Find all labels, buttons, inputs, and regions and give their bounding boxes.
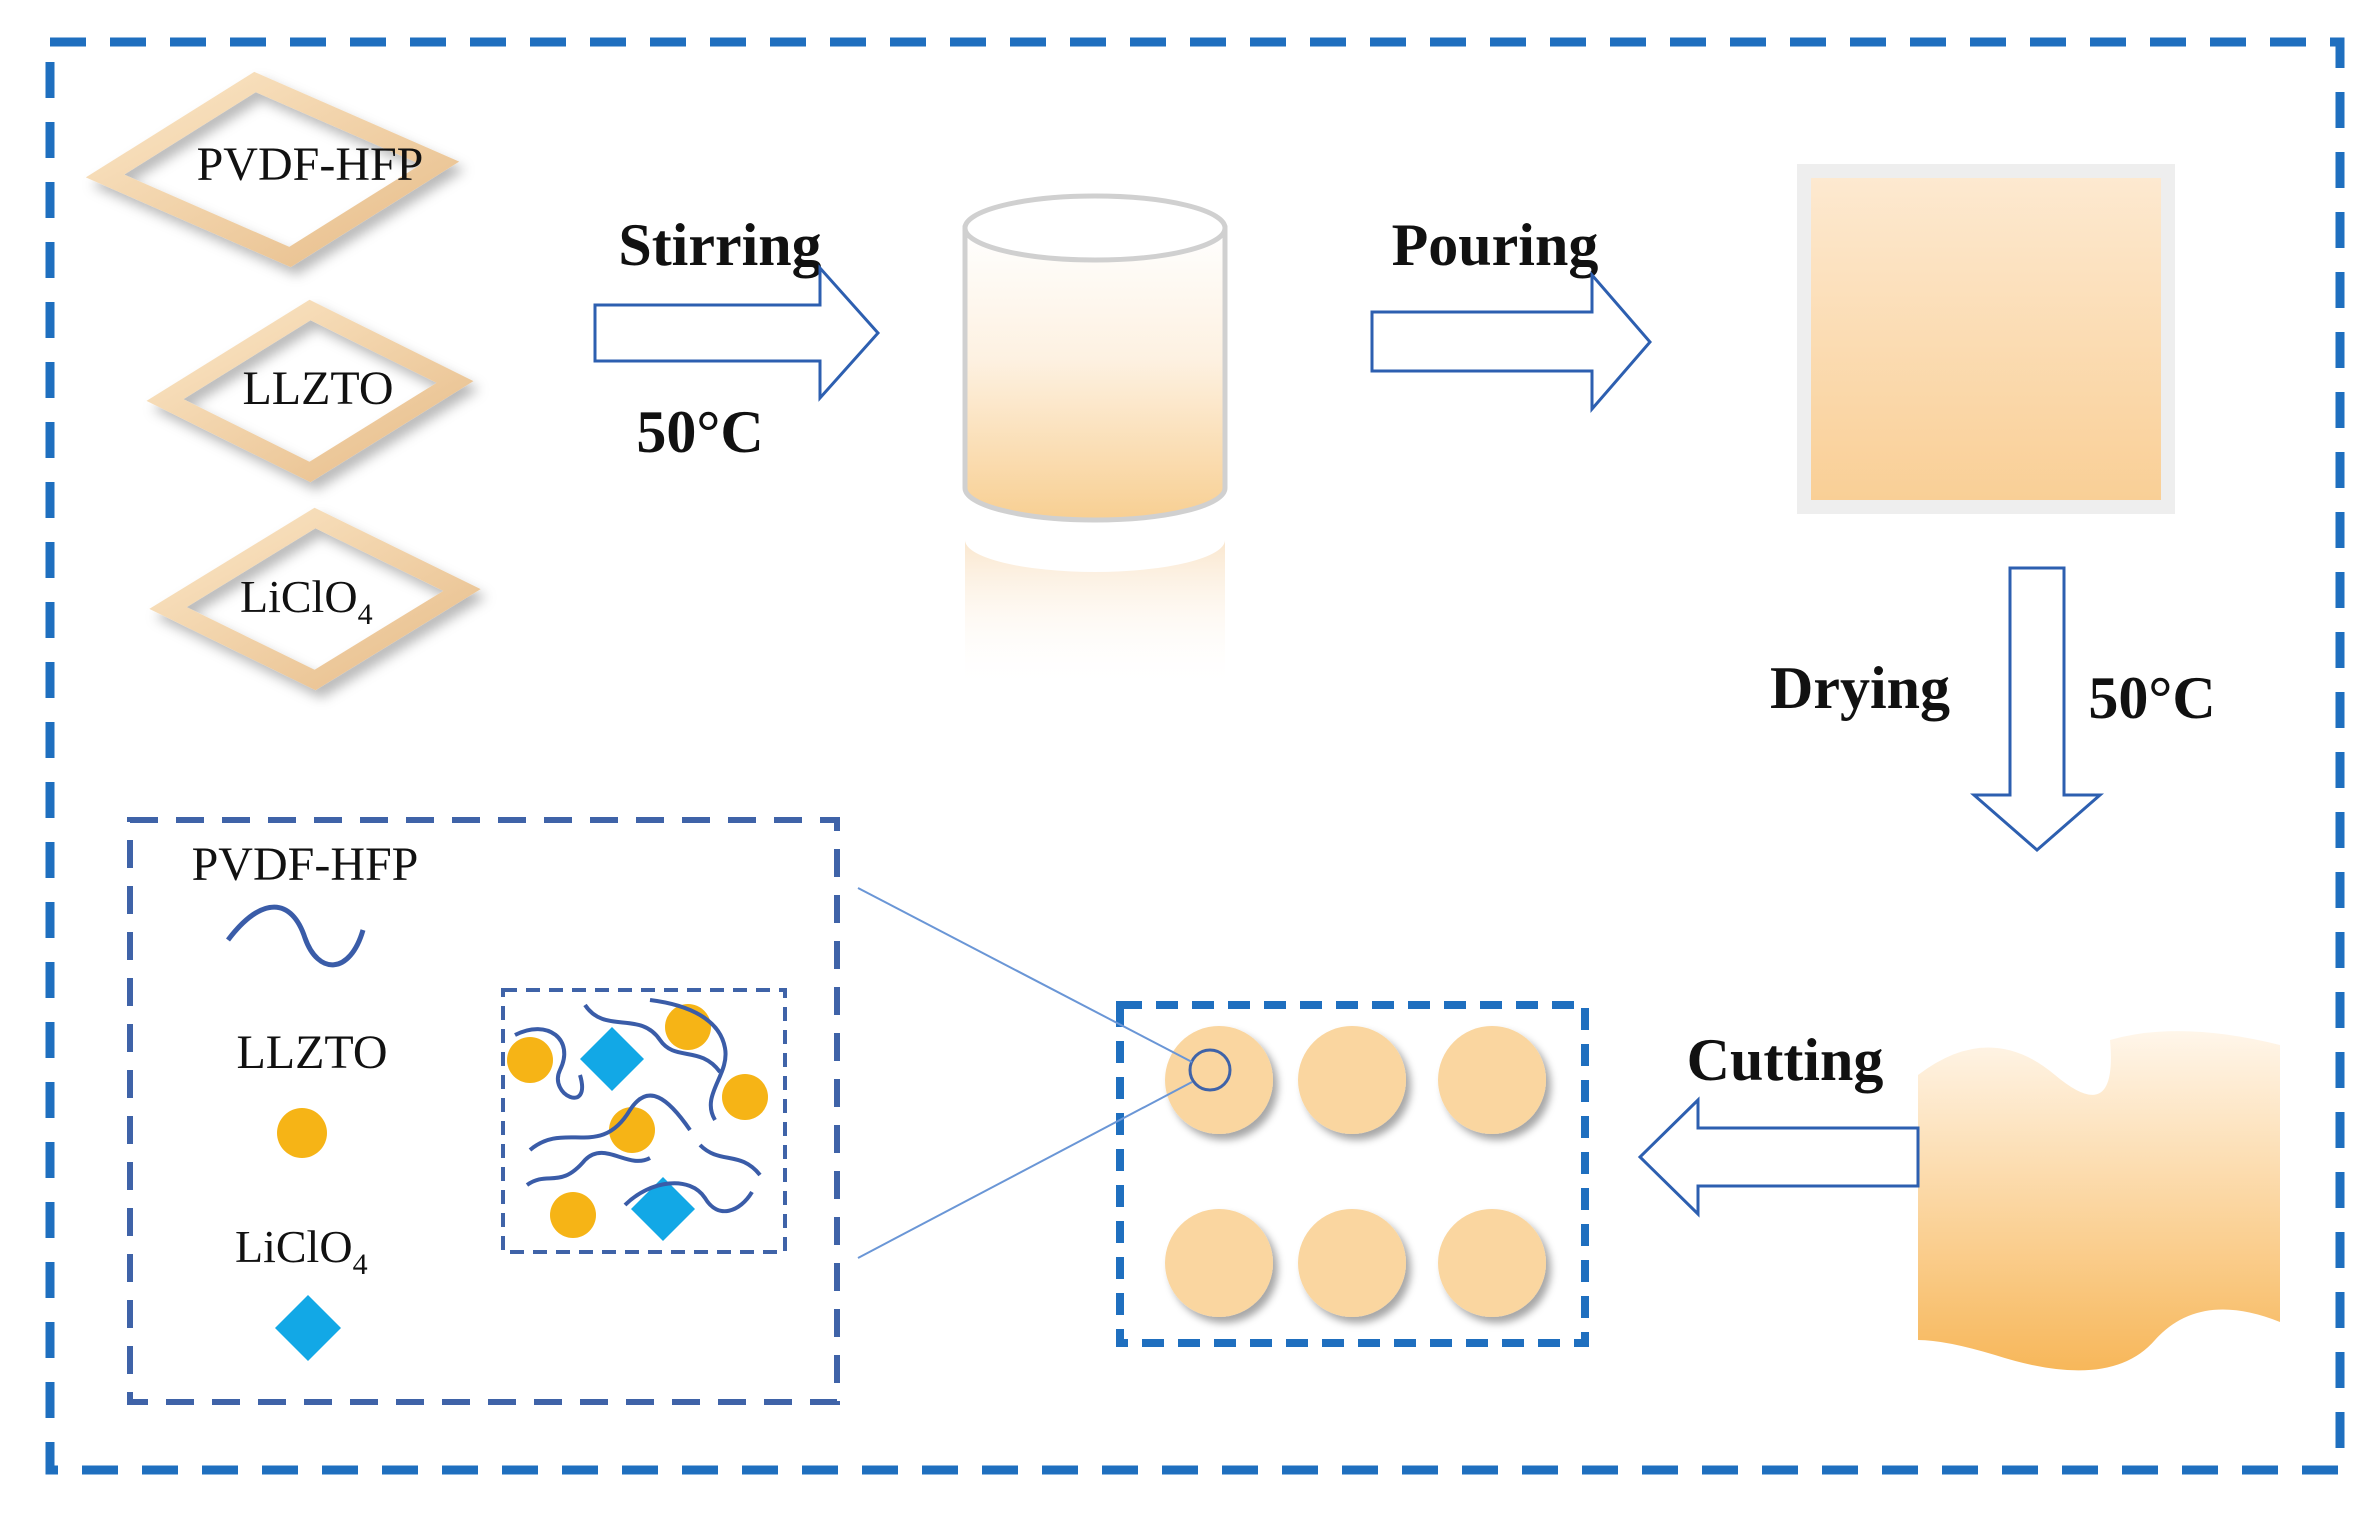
cast-film-square [1797, 164, 2175, 514]
disc [1298, 1209, 1406, 1317]
legend-label-llzto: LLZTO [236, 1026, 387, 1079]
liclo4-particle [580, 1027, 644, 1091]
polymer-chain [525, 1151, 651, 1187]
discs-box [1116, 1001, 1589, 1347]
disc [1438, 1209, 1546, 1317]
polymer-chain [623, 1181, 754, 1214]
llzto-particle [507, 1037, 553, 1083]
material-label-llzto: LLZTO [242, 362, 393, 415]
disc [1165, 1026, 1273, 1134]
material-frame-liclo4 [149, 507, 481, 691]
stirring-arrow [593, 264, 881, 402]
llzto-particle [550, 1192, 596, 1238]
beaker [962, 193, 1228, 690]
polymer-chain-icon [226, 904, 366, 968]
drying-label: Drying [1770, 655, 1950, 721]
electrolyte-discs [1165, 1026, 1546, 1317]
drying-arrow [1970, 566, 2104, 852]
cutting-arrow [1637, 1096, 1920, 1218]
liclo4-particle-icon [275, 1295, 341, 1361]
material-frame-llzto [146, 299, 474, 483]
drying-temp-label: 50°C [2088, 665, 2215, 731]
material-label-liclo4-main: LiClO [240, 571, 358, 622]
legend-label-liclo4-main: LiClO [235, 1221, 353, 1272]
liclo4-particle [631, 1177, 695, 1241]
disc [1298, 1026, 1406, 1134]
material-frame-pvdf [85, 71, 460, 268]
microstructure [507, 998, 768, 1241]
polymer-chain [698, 1143, 762, 1177]
polymer-chain [528, 1093, 692, 1152]
polymer-chain [649, 998, 728, 1122]
outer-dashed-frame [45, 37, 2345, 1475]
llzto-particle-icon [277, 1108, 327, 1158]
dried-film [1918, 1031, 2280, 1371]
legend-label-liclo4-sub: 4 [353, 1248, 368, 1281]
legend-label-pvdf: PVDF-HFP [192, 838, 419, 891]
material-label-liclo4-sub: 4 [358, 598, 373, 631]
disc [1165, 1209, 1273, 1317]
zoom-connector-bottom [857, 1081, 1193, 1259]
cutting-label: Cutting [1687, 1027, 1884, 1093]
pouring-label: Pouring [1392, 212, 1599, 278]
material-label-pvdf: PVDF-HFP [197, 138, 424, 191]
llzto-particle [609, 1107, 655, 1153]
stirring-temp-label: 50°C [636, 399, 763, 465]
stirring-label: Stirring [618, 212, 821, 278]
polymer-chain [583, 1003, 722, 1074]
material-label-liclo4: LiClO4 [240, 571, 373, 631]
disc [1438, 1026, 1546, 1134]
microstructure-box [501, 988, 787, 1254]
polymer-chain [514, 1027, 584, 1100]
llzto-particle [722, 1074, 768, 1120]
legend-label-liclo4: LiClO4 [235, 1221, 368, 1281]
zoom-connector-top [857, 887, 1193, 1063]
zoom-spot [1188, 1048, 1232, 1092]
pouring-arrow [1370, 270, 1652, 414]
